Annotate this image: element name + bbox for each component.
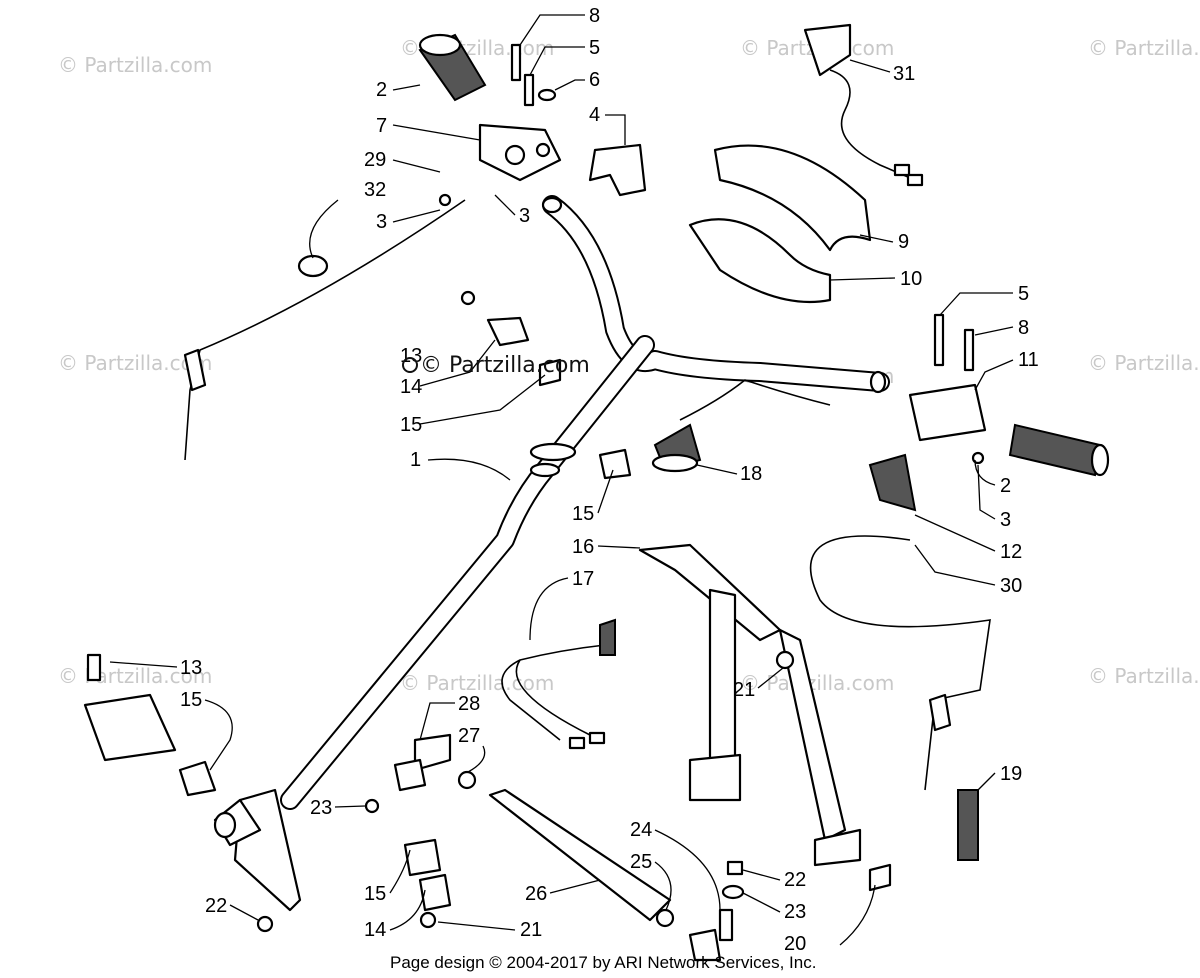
footer-copyright: Page design © 2004-2017 by ARI Network S…	[390, 953, 816, 972]
throttle-cable	[183, 199, 466, 461]
steering-shaft	[280, 335, 655, 810]
callout: 15	[400, 414, 422, 436]
callout: 23	[310, 797, 332, 819]
throttle-lever	[588, 143, 647, 197]
callout: 24	[630, 819, 652, 841]
wire-harness-17	[501, 618, 616, 750]
screws-top	[510, 43, 557, 107]
center-watermark-text: © Partzilla.com	[420, 353, 590, 378]
callout: 10	[900, 268, 922, 290]
callout: 1	[410, 449, 421, 471]
callout: 5	[1018, 283, 1029, 305]
callout: 23	[784, 901, 806, 923]
callout: 20	[784, 933, 806, 955]
ignition-switch	[651, 379, 831, 473]
callout: 19	[1000, 763, 1022, 785]
callout: 26	[525, 883, 547, 905]
callout: 5	[589, 37, 600, 59]
callout: 12	[1000, 541, 1022, 563]
callout: 22	[784, 869, 806, 891]
callout: 13	[180, 657, 202, 679]
spring-19	[957, 789, 979, 861]
right-grip	[1008, 423, 1110, 477]
switch-31	[803, 23, 924, 187]
callout: 14	[364, 919, 386, 941]
callout: 32	[364, 179, 386, 201]
callout: 7	[376, 115, 387, 137]
callout: 27	[458, 725, 480, 747]
callout: 9	[898, 231, 909, 253]
callout: 31	[893, 63, 915, 85]
callout: 16	[572, 536, 594, 558]
callout: 21	[733, 679, 755, 701]
callouts: 8 5 6 2 4 7 29 32 3 3 31 9 10 5 8 11 13 …	[109, 5, 1039, 955]
right-switch-housing	[908, 313, 987, 442]
callout: 2	[1000, 475, 1011, 497]
callout: 28	[458, 693, 480, 715]
tie-rod	[393, 733, 672, 922]
callout: 8	[589, 5, 600, 27]
watermark: © Partzilla.com	[400, 671, 554, 695]
watermark: © Partzilla.com	[1088, 36, 1200, 60]
callout: 17	[572, 568, 594, 590]
left-switch-housing	[478, 123, 562, 182]
brake-cable	[809, 535, 991, 791]
callout: 18	[740, 463, 762, 485]
callout: 22	[205, 895, 227, 917]
callout: 14	[400, 376, 422, 398]
watermark: © Partzilla.com	[58, 664, 212, 688]
callout: 8	[1018, 317, 1029, 339]
callout: 2	[376, 79, 387, 101]
callout: 4	[589, 104, 600, 126]
watermark-layer: © Partzilla.com © Partzilla.com © Partzi…	[58, 36, 1200, 695]
steering-post-support	[638, 543, 862, 867]
watermark: © Partzilla.com	[1088, 351, 1200, 375]
watermark: © Partzilla.com	[58, 53, 212, 77]
handlebar-pad	[688, 144, 872, 304]
callout: 15	[180, 689, 202, 711]
hardware	[256, 193, 985, 962]
watermark: © Partzilla.com	[1088, 664, 1200, 688]
left-grip	[418, 33, 487, 102]
callout: 29	[364, 149, 386, 171]
center-watermark: © Partzilla.com	[402, 353, 590, 378]
callout: 3	[519, 205, 530, 227]
callout: 3	[1000, 509, 1011, 531]
callout: 3	[376, 211, 387, 233]
callout: 30	[1000, 575, 1022, 597]
left-mount-bracket	[83, 653, 217, 797]
callout: 15	[572, 503, 594, 525]
watermark: © Partzilla.com	[740, 671, 894, 695]
callout: 11	[1018, 349, 1039, 371]
brake-lever	[868, 453, 917, 512]
callout: 25	[630, 851, 652, 873]
callout: 21	[520, 919, 542, 941]
lower-steering-bracket	[213, 788, 302, 912]
callout: 15	[364, 883, 386, 905]
callout: 6	[589, 69, 600, 91]
